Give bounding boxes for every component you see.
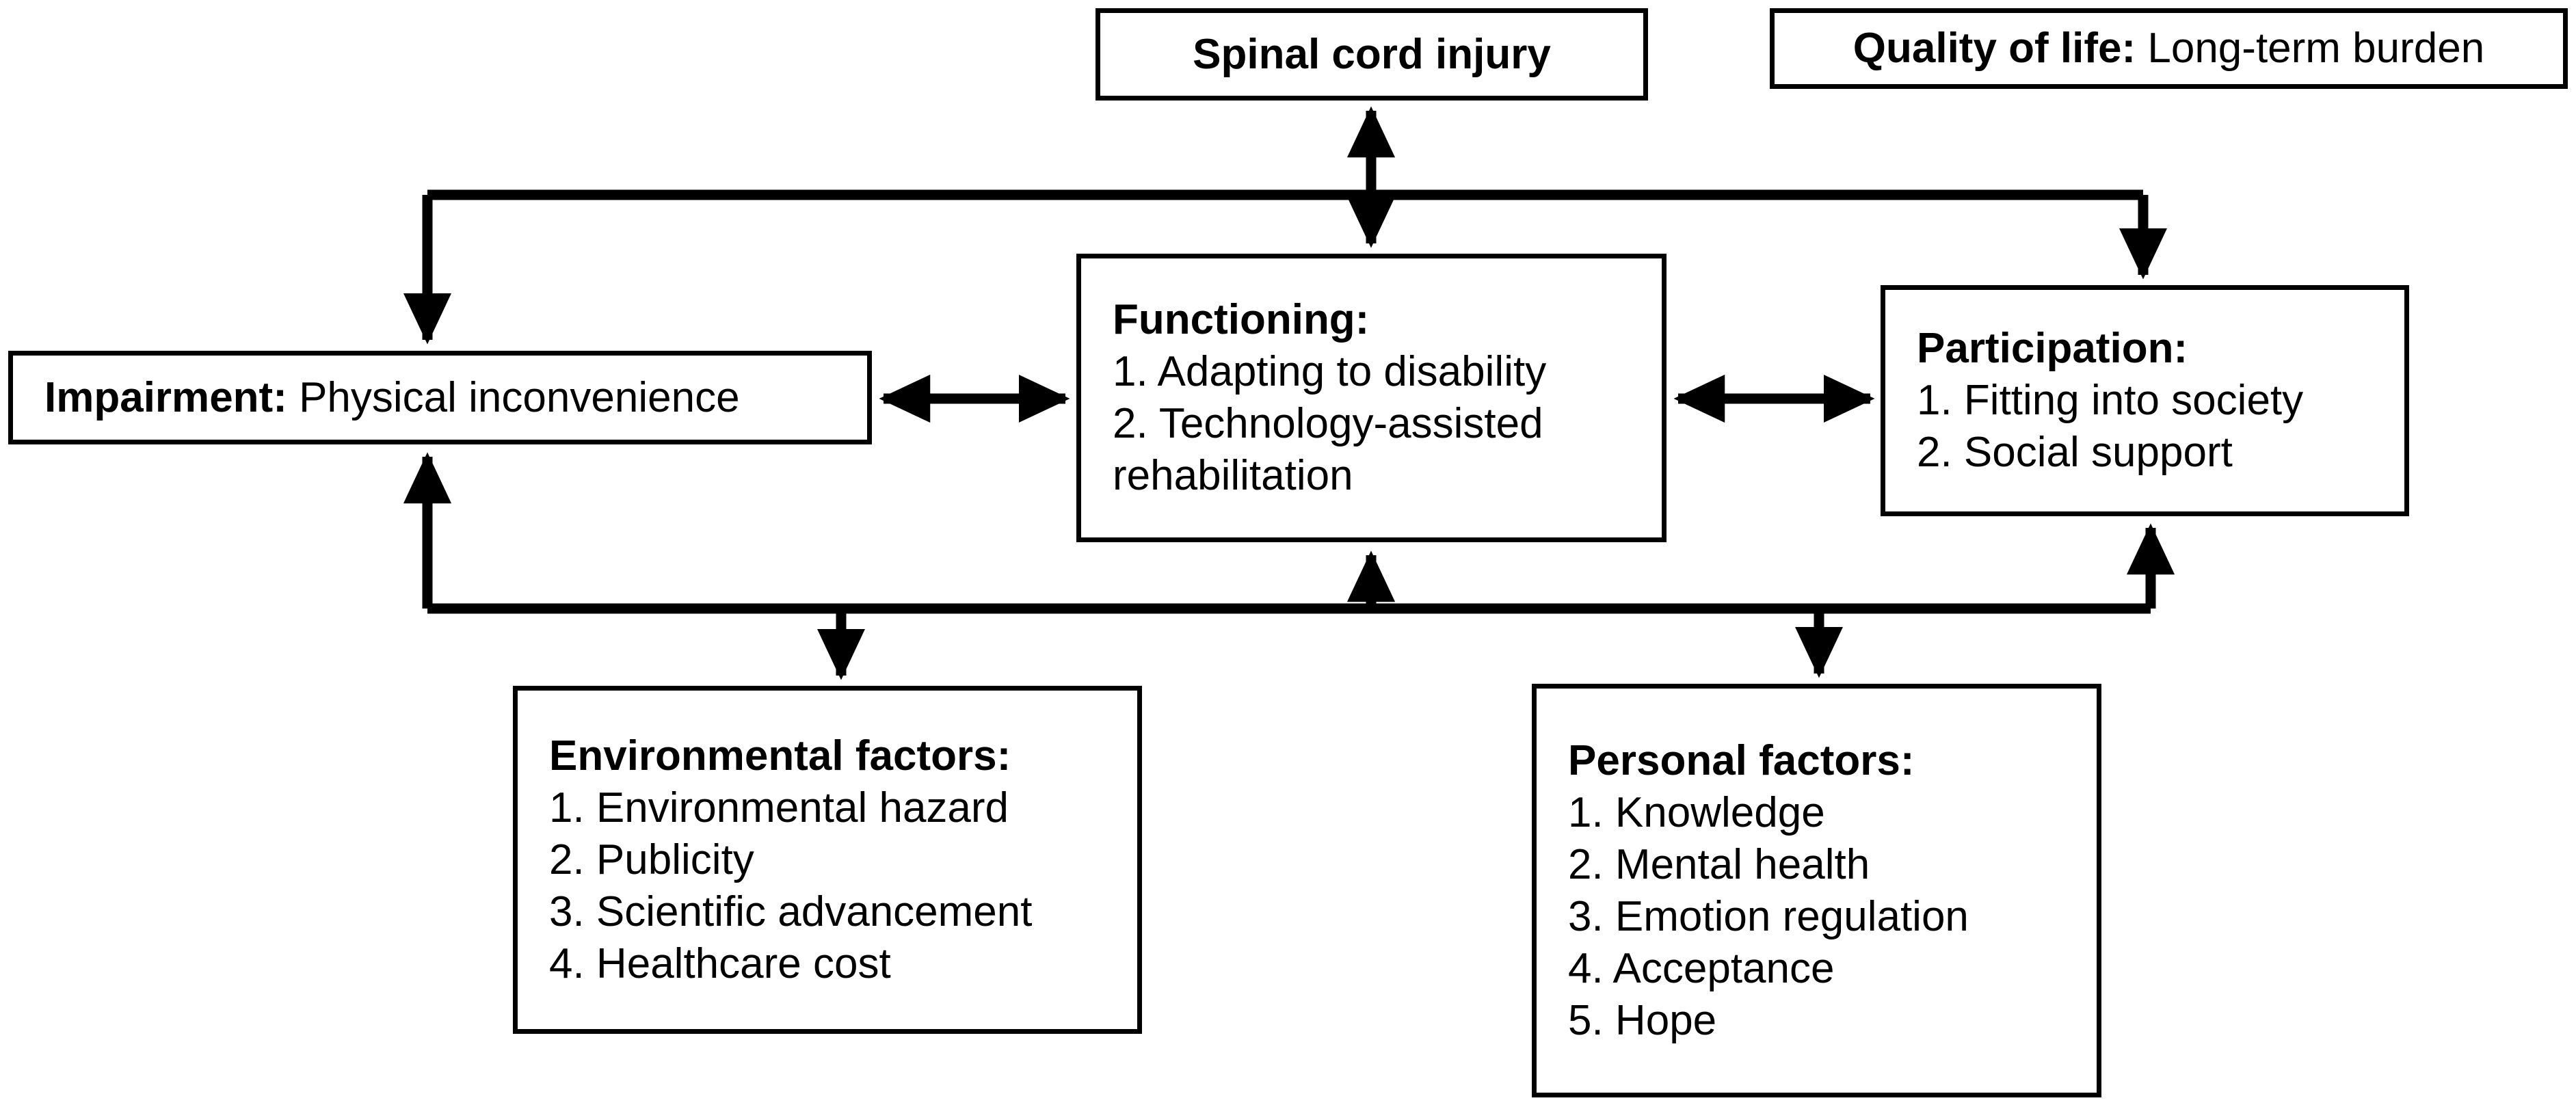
personal-factors-item-3: 3. Emotion regulation — [1568, 892, 1969, 940]
participation-item-2: 2. Social support — [1917, 429, 2233, 476]
functioning-item-1: 1. Adapting to disability — [1113, 348, 1547, 395]
node-functioning: Functioning: 1. Adapting to disability 2… — [1076, 254, 1667, 542]
node-environmental-factors: Environmental factors: 1. Environmental … — [513, 686, 1142, 1034]
environmental-factors-title: Environmental factors: — [549, 732, 1011, 779]
impairment-label-bold: Impairment: — [44, 373, 287, 421]
personal-factors-item-2: 2. Mental health — [1568, 840, 1870, 888]
environmental-factors-item-4: 4. Healthcare cost — [549, 939, 891, 987]
personal-factors-title: Personal factors: — [1568, 736, 1915, 784]
node-spinal-cord-injury: Spinal cord injury — [1096, 8, 1648, 101]
node-participation: Participation: 1. Fitting into society 2… — [1881, 285, 2409, 516]
spinal-cord-injury-label: Spinal cord injury — [1193, 30, 1551, 78]
impairment-label-rest: Physical inconvenience — [287, 373, 740, 421]
functioning-title: Functioning: — [1113, 296, 1370, 343]
node-impairment: Impairment: Physical inconvenience — [8, 351, 872, 444]
personal-factors-item-5: 5. Hope — [1568, 996, 1717, 1044]
node-personal-factors: Personal factors: 1. Knowledge 2. Mental… — [1532, 684, 2101, 1097]
environmental-factors-item-1: 1. Environmental hazard — [549, 784, 1009, 831]
functioning-item-2-cont: rehabilitation — [1113, 452, 1353, 499]
personal-factors-item-1: 1. Knowledge — [1568, 788, 1825, 836]
node-quality-of-life: Quality of life: Long-term burden — [1770, 8, 2568, 89]
functioning-item-2: 2. Technology-assisted — [1113, 400, 1543, 447]
participation-title: Participation: — [1917, 325, 2188, 372]
participation-item-1: 1. Fitting into society — [1917, 377, 2304, 424]
quality-of-life-label-bold: Quality of life: — [1853, 25, 2136, 72]
environmental-factors-item-2: 2. Publicity — [549, 836, 754, 883]
environmental-factors-item-3: 3. Scientific advancement — [549, 888, 1033, 935]
personal-factors-item-4: 4. Acceptance — [1568, 944, 1835, 992]
quality-of-life-label-rest: Long-term burden — [2136, 25, 2485, 72]
